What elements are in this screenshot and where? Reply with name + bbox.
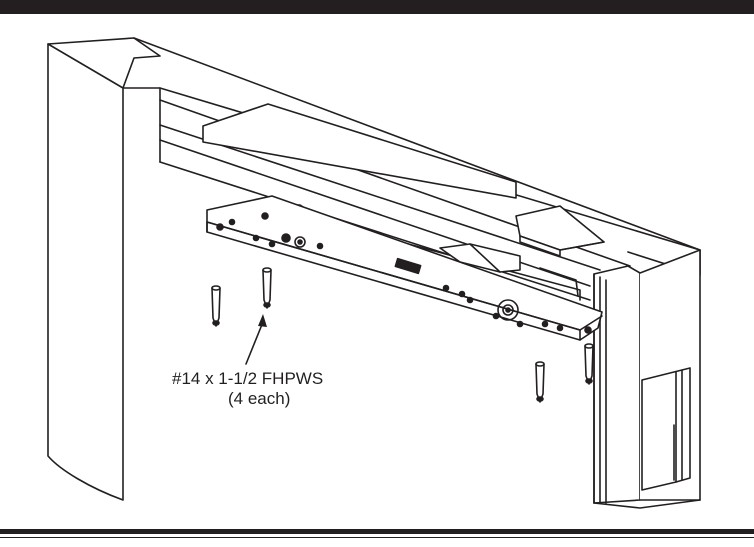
callout-arrow bbox=[245, 314, 267, 365]
top-border-bar bbox=[0, 0, 754, 14]
screw-icon bbox=[262, 267, 272, 309]
screw-quantity-label: (4 each) bbox=[228, 389, 291, 408]
mounting-block bbox=[515, 205, 605, 257]
left-jamb bbox=[47, 37, 161, 501]
screw-icon bbox=[584, 343, 594, 385]
screw-icon bbox=[211, 285, 221, 327]
bottom-border-line bbox=[0, 537, 754, 538]
screw-spec-label: #14 x 1-1/2 FHPWS bbox=[172, 369, 324, 388]
mounting-plate bbox=[206, 195, 603, 341]
right-jamb bbox=[593, 249, 701, 509]
screw-icon bbox=[535, 361, 545, 403]
bottom-border-bar bbox=[0, 529, 754, 534]
